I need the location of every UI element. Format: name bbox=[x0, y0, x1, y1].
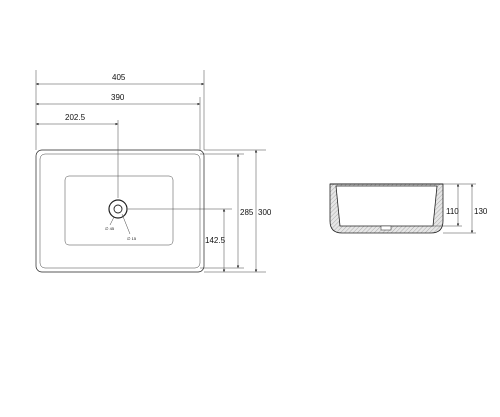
drain-outer-circle bbox=[108, 199, 128, 219]
dim-text-overall-height: 130 bbox=[474, 207, 488, 216]
dim-text-overall-depth: 300 bbox=[258, 208, 272, 217]
drain-leader-inner bbox=[121, 213, 131, 235]
drain-leader-outer bbox=[109, 216, 115, 226]
drain-inner-circle bbox=[113, 204, 123, 214]
dim-text-drain-offset-y: 142.5 bbox=[205, 236, 226, 245]
drain-outer-diameter-label: ∅ 45 bbox=[105, 226, 115, 231]
dim-text-overall-width: 405 bbox=[112, 73, 126, 82]
side-drain-notch bbox=[380, 225, 392, 231]
basin-bowl-bottom bbox=[64, 175, 174, 246]
top-view: ∅ 45 ∅ 15 405 390 202.5 142.5 285 300 bbox=[35, 70, 272, 273]
dim-text-inner-width: 390 bbox=[111, 93, 125, 102]
dim-text-inner-height: 110 bbox=[446, 207, 459, 216]
basin-outer-outline bbox=[35, 149, 205, 273]
dim-text-inner-depth: 285 bbox=[240, 208, 254, 217]
dim-text-drain-offset-x: 202.5 bbox=[65, 113, 86, 122]
side-view: 110 130 bbox=[329, 183, 488, 234]
basin-section-hatch bbox=[329, 183, 444, 234]
basin-inner-rim bbox=[39, 153, 201, 269]
drain-inner-diameter-label: ∅ 15 bbox=[127, 236, 137, 241]
